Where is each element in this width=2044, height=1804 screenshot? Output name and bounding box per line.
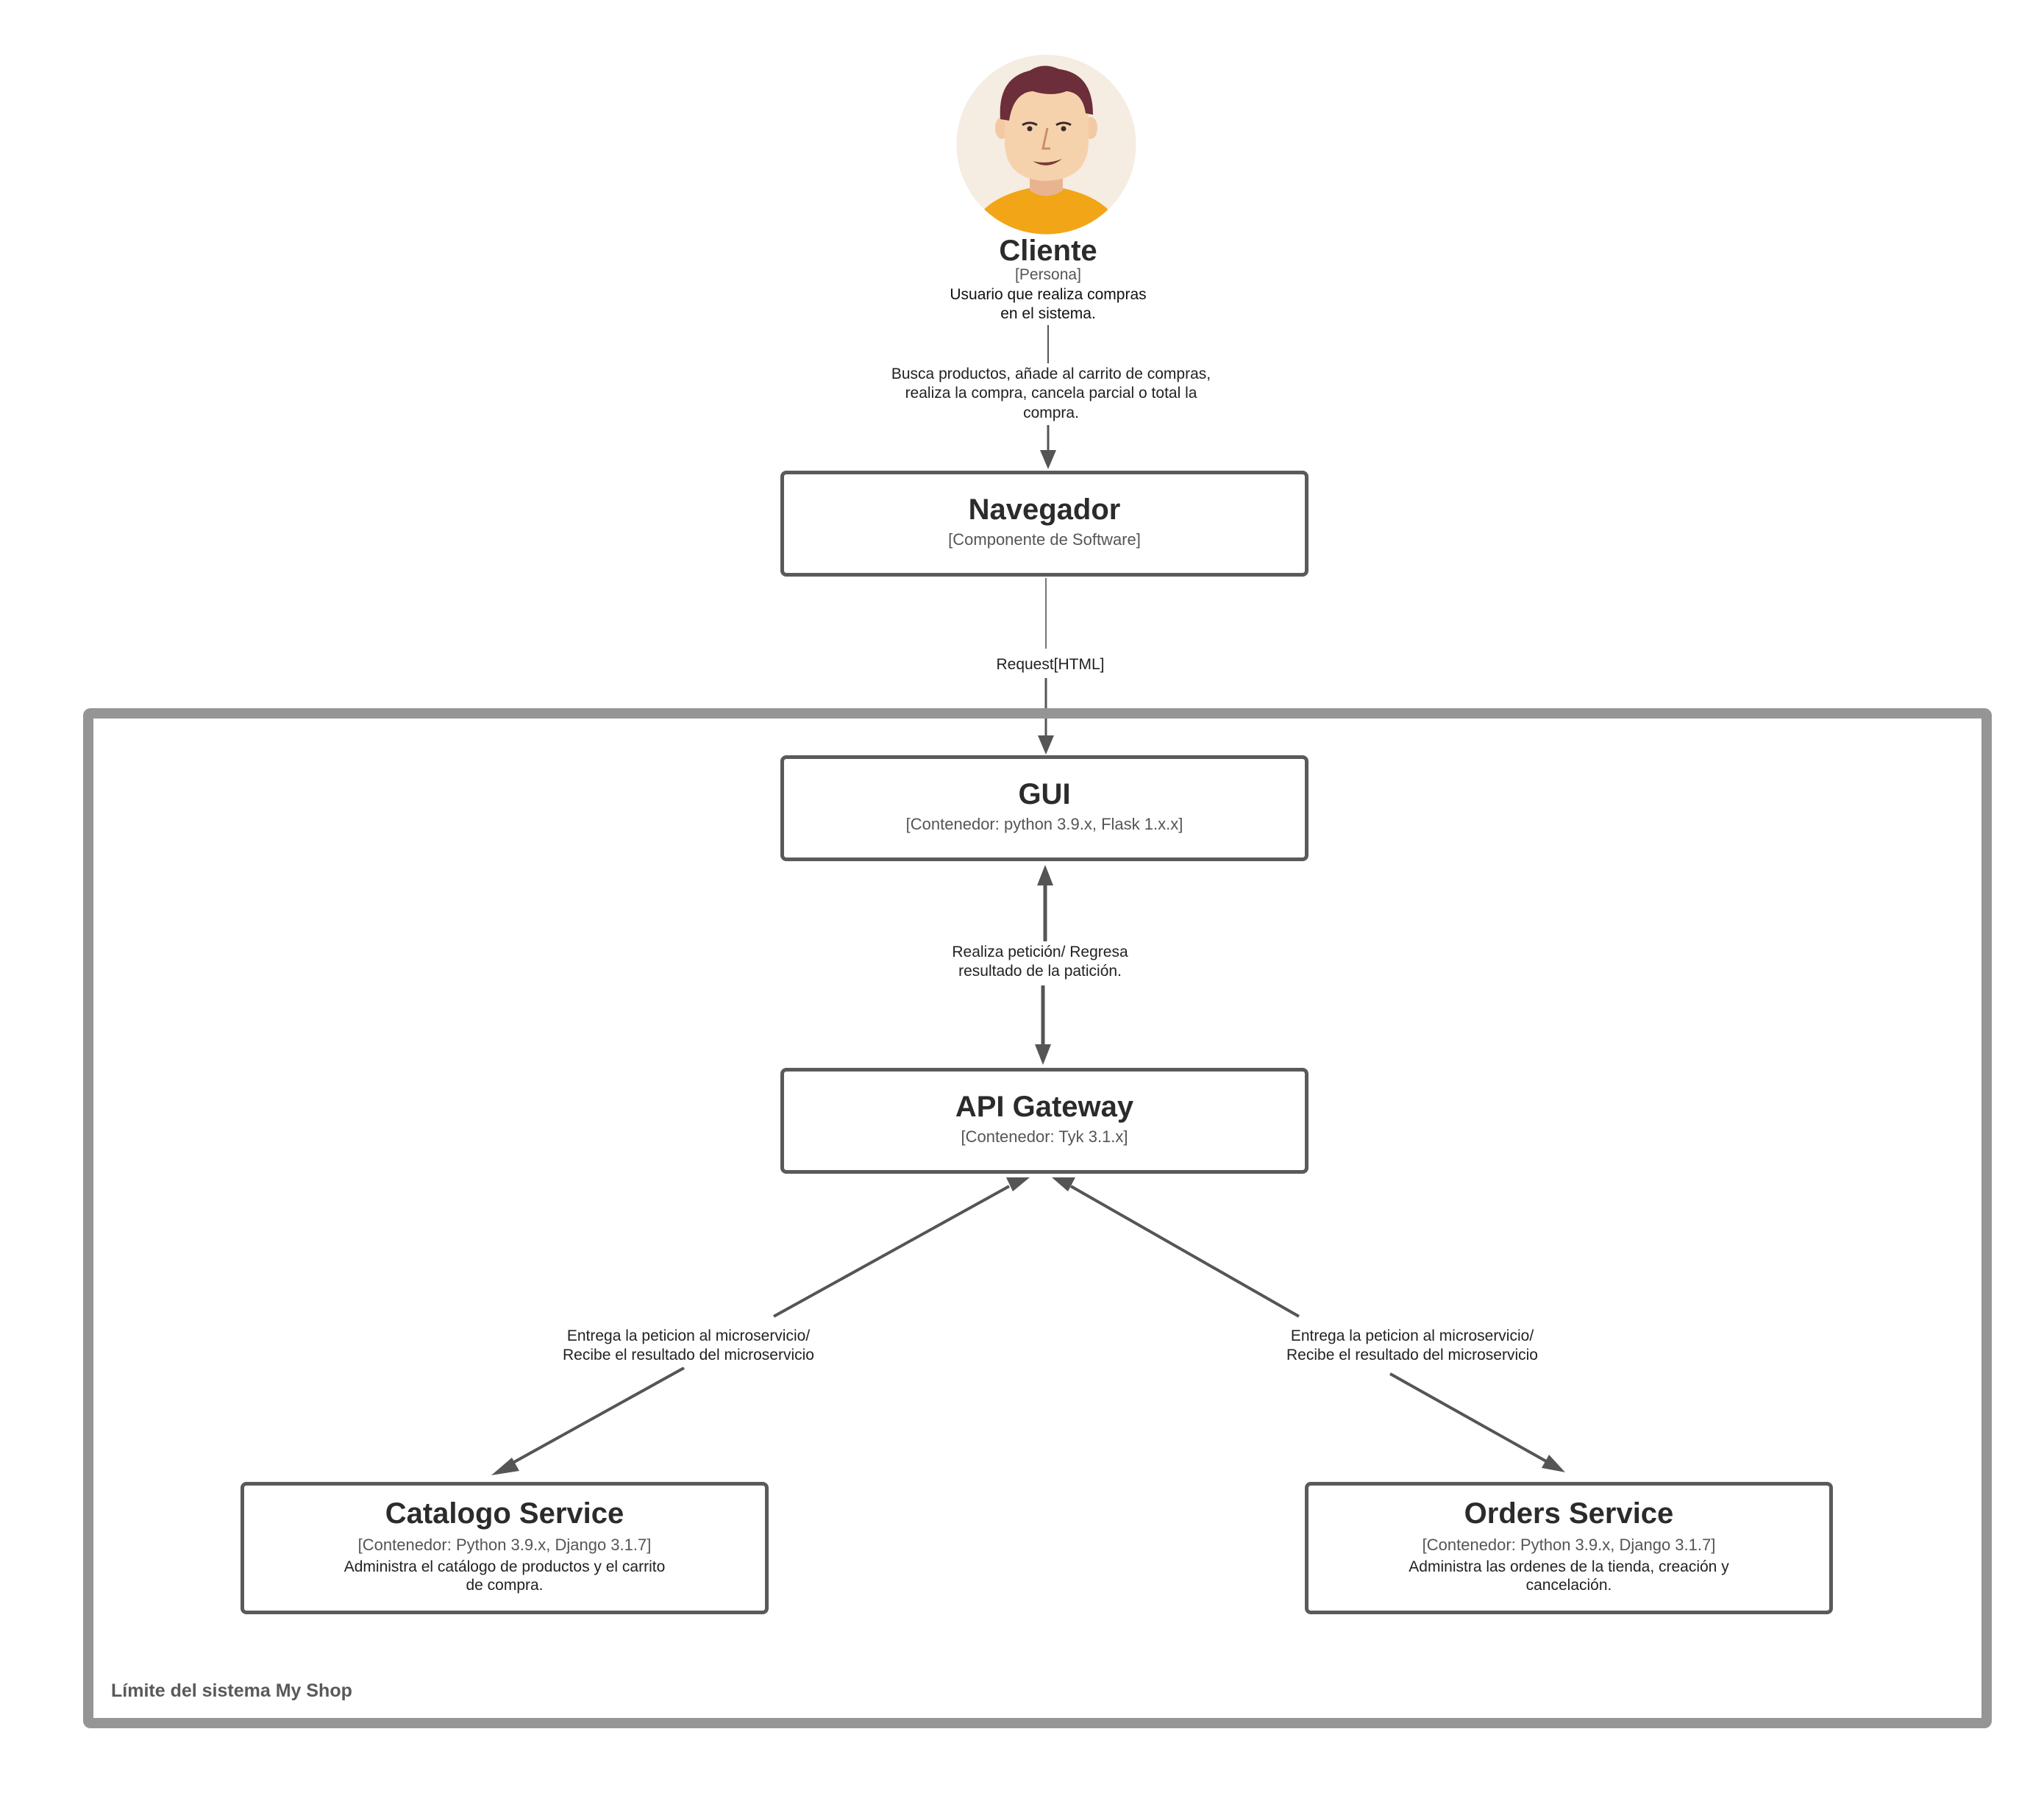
person-type: [Persona] xyxy=(1015,266,1081,283)
edge-label-gui-api: Realiza petición/ Regresa resultado de l… xyxy=(914,941,1166,983)
boundary-label: Límite del sistema My Shop xyxy=(111,1680,352,1701)
gui-node[interactable]: GUI [Contenedor: python 3.9.x, Flask 1.x… xyxy=(780,755,1308,861)
orders-description: Administra las ordenes de la tienda, cre… xyxy=(1409,1558,1729,1594)
catalogo-service-node[interactable]: Catalogo Service [Contenedor: Python 3.9… xyxy=(241,1482,769,1614)
edge-api-orders xyxy=(1052,1177,1565,1472)
gui-subtitle: [Contenedor: python 3.9.x, Flask 1.x.x] xyxy=(905,815,1183,833)
edge-cliente-navegador xyxy=(1040,325,1056,469)
api-gateway-subtitle: [Contenedor: Tyk 3.1.x] xyxy=(961,1127,1128,1146)
edge-label-navegador-gui: Request[HTML] xyxy=(972,654,1128,677)
cliente-avatar xyxy=(956,54,1136,235)
cliente-text: Cliente [Persona] Usuario que realiza co… xyxy=(901,235,1195,324)
system-boundary: Límite del sistema My Shop xyxy=(83,708,1992,1728)
orders-subtitle: [Contenedor: Python 3.9.x, Django 3.1.7] xyxy=(1422,1536,1716,1554)
edge-api-catalogo xyxy=(491,1177,1030,1475)
navegador-title: Navegador xyxy=(968,493,1121,526)
gui-title: GUI xyxy=(1018,778,1071,810)
edge-label-cliente-navegador: Busca productos, añade al carrito de com… xyxy=(885,363,1217,424)
orders-title: Orders Service xyxy=(1464,1497,1674,1530)
edge-label-api-catalogo: Entrega la peticion al microservicio/ Re… xyxy=(552,1325,825,1367)
person-description: Usuario que realiza compras en el sistem… xyxy=(950,286,1147,323)
edge-navegador-gui xyxy=(1038,578,1054,755)
navegador-subtitle: [Componente de Software] xyxy=(948,530,1141,549)
edge-gui-api xyxy=(1035,865,1053,1065)
api-gateway-title: API Gateway xyxy=(955,1091,1134,1123)
api-gateway-node[interactable]: API Gateway [Contenedor: Tyk 3.1.x] xyxy=(780,1068,1308,1174)
person-icon xyxy=(956,54,1136,235)
person-name: Cliente xyxy=(999,235,1097,267)
catalogo-title: Catalogo Service xyxy=(385,1497,624,1530)
navegador-node[interactable]: Navegador [Componente de Software] xyxy=(780,471,1308,577)
orders-service-node[interactable]: Orders Service [Contenedor: Python 3.9.x… xyxy=(1305,1482,1833,1614)
catalogo-subtitle: [Contenedor: Python 3.9.x, Django 3.1.7] xyxy=(357,1536,652,1554)
edge-label-api-orders: Entrega la peticion al microservicio/ Re… xyxy=(1275,1325,1549,1367)
catalogo-description: Administra el catálogo de productos y el… xyxy=(343,1558,666,1594)
